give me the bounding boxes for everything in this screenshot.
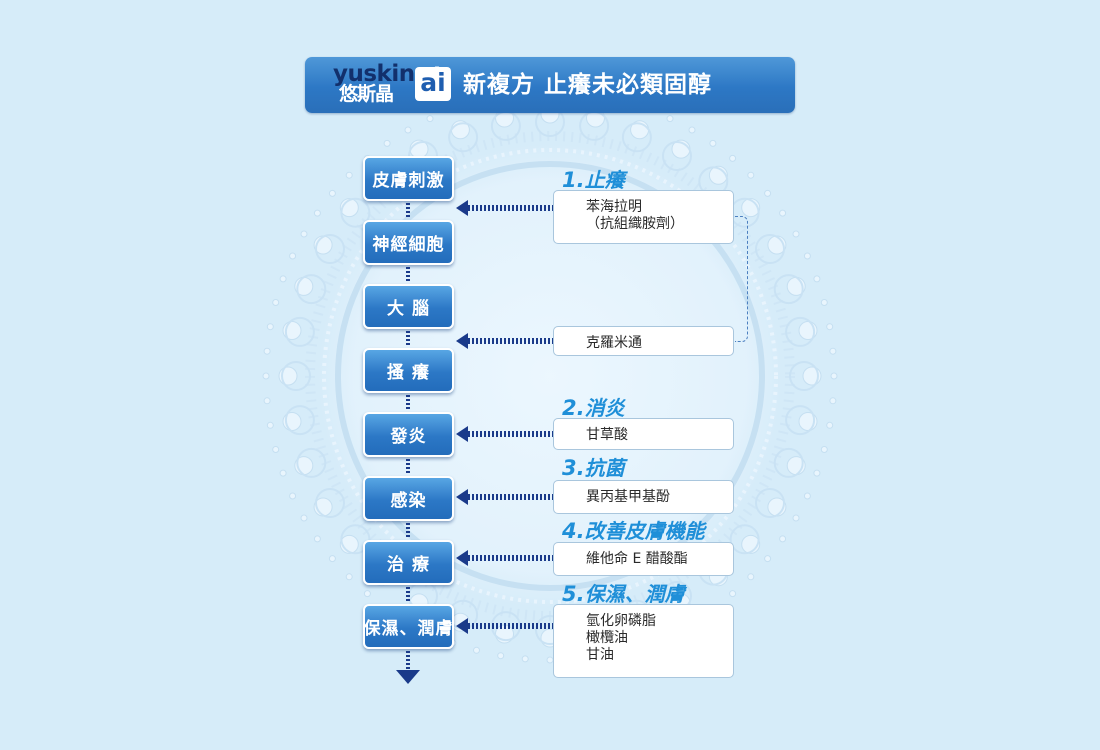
category-moisturizing: 5.保濕、潤膚 bbox=[562, 582, 685, 606]
category-label: 消炎 bbox=[584, 396, 625, 420]
category-label: 保濕、潤膚 bbox=[584, 582, 685, 606]
ingredient-note: （抗組織胺劑） bbox=[586, 216, 684, 232]
connector-line bbox=[406, 523, 410, 538]
ingredient-card-isopropylmethylphenol: 異丙基甲基酚 bbox=[553, 480, 734, 514]
brand-logo-ai: ai bbox=[415, 67, 451, 101]
arrow-down-icon bbox=[396, 670, 420, 684]
arrow-left-icon bbox=[456, 426, 553, 442]
step-scratching: 搔 癢 bbox=[363, 348, 454, 393]
ingredient-name: 橄欖油 bbox=[586, 630, 628, 646]
page-title: 新複方 止癢未必類固醇 bbox=[463, 72, 713, 98]
connector-line bbox=[406, 203, 410, 218]
arrow-left-icon bbox=[456, 200, 553, 216]
step-moisturize: 保濕、潤膚 bbox=[363, 604, 454, 649]
arrow-left-icon bbox=[456, 550, 553, 566]
brand-logo-chinese: 悠斯晶 bbox=[339, 83, 394, 105]
ingredient-name: 甘油 bbox=[586, 647, 614, 663]
category-label: 止癢 bbox=[584, 168, 625, 192]
group-bracket bbox=[735, 216, 748, 342]
ingredient-name: 克羅米通 bbox=[586, 335, 642, 351]
ingredient-name: 苯海拉明 bbox=[586, 199, 642, 215]
ingredient-name: 異丙基甲基酚 bbox=[586, 489, 670, 505]
step-nerve-cells: 神經細胞 bbox=[363, 220, 454, 265]
connector-line bbox=[406, 459, 410, 474]
category-number: 2. bbox=[562, 396, 585, 420]
arrow-left-icon bbox=[456, 333, 553, 349]
category-number: 3. bbox=[562, 456, 585, 480]
category-skin-function: 4.改善皮膚機能 bbox=[562, 519, 705, 543]
ingredient-card-glycyrrhizic-acid: 甘草酸 bbox=[553, 418, 734, 450]
category-label: 抗菌 bbox=[584, 456, 625, 480]
connector-line bbox=[406, 395, 410, 410]
arrow-left-icon bbox=[456, 489, 553, 505]
connector-line bbox=[406, 587, 410, 602]
step-brain: 大 腦 bbox=[363, 284, 454, 329]
brand-logo-text: yuskin bbox=[333, 61, 415, 87]
category-label: 改善皮膚機能 bbox=[584, 519, 705, 543]
category-antibacterial: 3.抗菌 bbox=[562, 456, 625, 480]
category-number: 1. bbox=[562, 168, 585, 192]
ingredient-name: 甘草酸 bbox=[586, 427, 628, 443]
ingredient-card-moisturizers: 氫化卵磷脂 橄欖油 甘油 bbox=[553, 604, 734, 678]
header-banner: yuskin ® 悠斯晶 ai 新複方 止癢未必類固醇 bbox=[305, 57, 795, 113]
connector-line bbox=[406, 331, 410, 346]
category-anti-inflammatory: 2.消炎 bbox=[562, 396, 625, 420]
category-number: 4. bbox=[562, 519, 585, 543]
connector-line bbox=[406, 651, 410, 670]
category-number: 5. bbox=[562, 582, 585, 606]
step-treatment: 治 療 bbox=[363, 540, 454, 585]
ingredient-card-crotamiton: 克羅米通 bbox=[553, 326, 734, 356]
step-skin-irritation: 皮膚刺激 bbox=[363, 156, 454, 201]
connector-line bbox=[406, 267, 410, 282]
category-antipruritic: 1.止癢 bbox=[562, 168, 625, 192]
ingredient-card-vitamin-e: 維他命 E 醋酸酯 bbox=[553, 542, 734, 576]
ingredient-name: 維他命 E 醋酸酯 bbox=[586, 551, 688, 567]
ingredient-name: 氫化卵磷脂 bbox=[586, 613, 656, 629]
ingredient-card-diphenhydramine: 苯海拉明 （抗組織胺劑） bbox=[553, 190, 734, 244]
step-infection: 感染 bbox=[363, 476, 454, 521]
step-inflammation: 發炎 bbox=[363, 412, 454, 457]
arrow-left-icon bbox=[456, 618, 553, 634]
